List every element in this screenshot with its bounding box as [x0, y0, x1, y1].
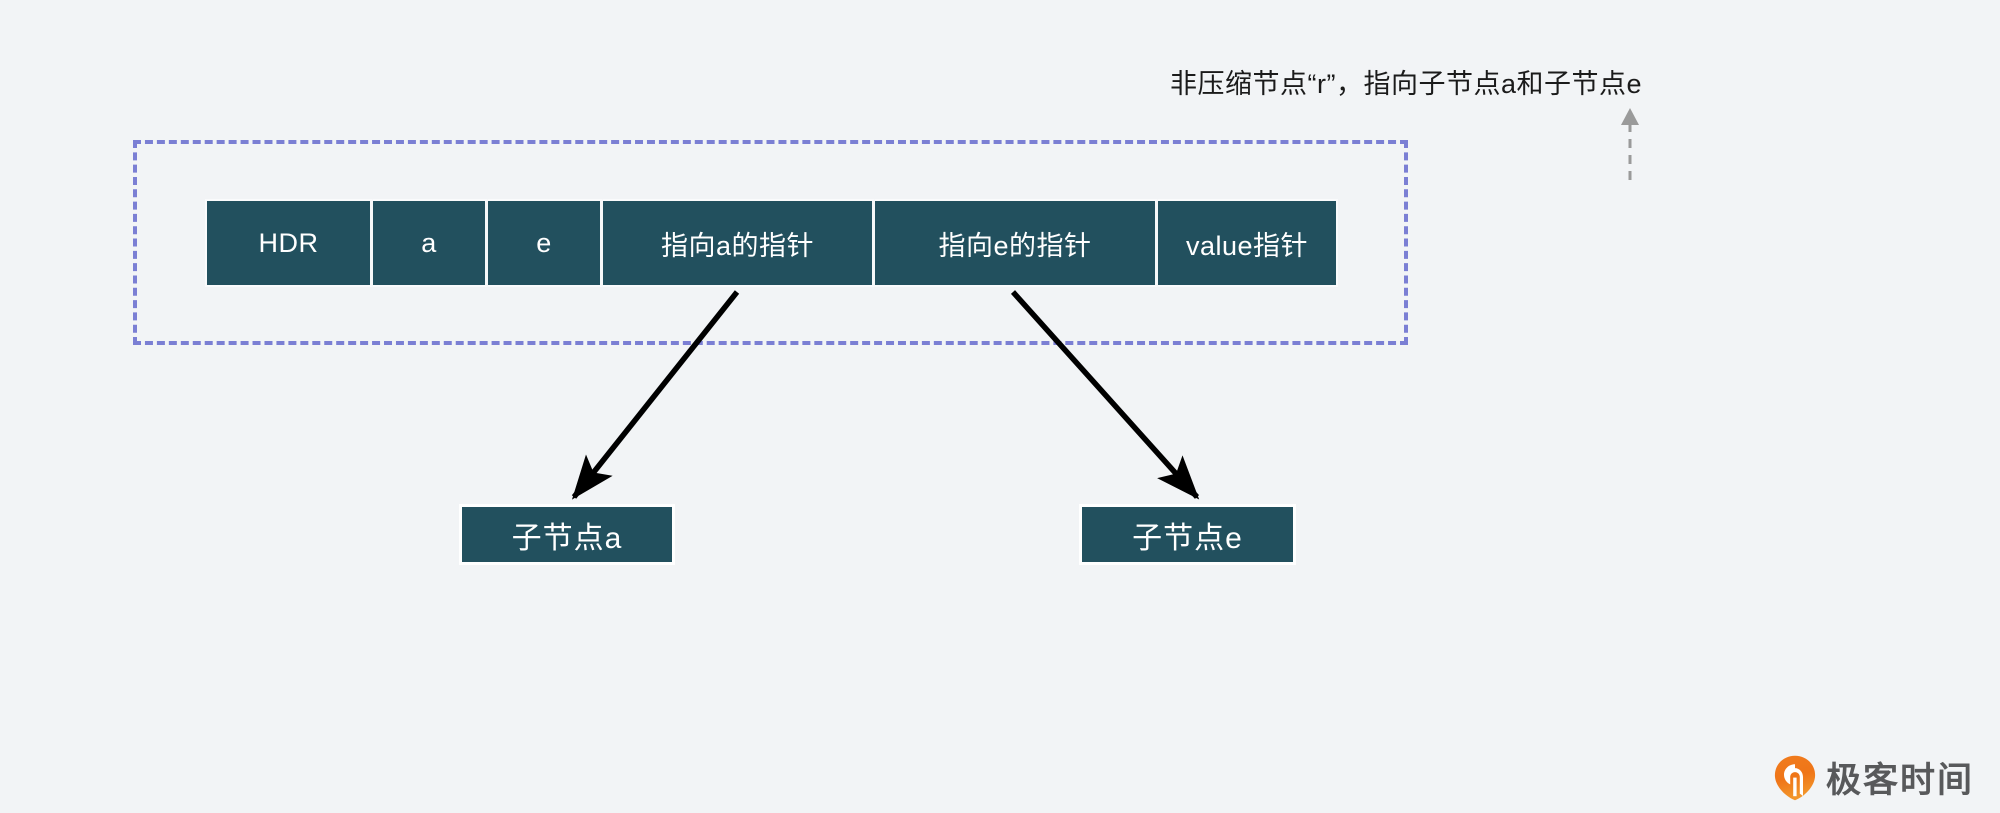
watermark: 极客时间 — [1774, 752, 1974, 803]
node-struct-row: HDR a e 指向a的指针 指向e的指针 value指针 — [205, 199, 1338, 287]
node-cell-pointer-to-e[interactable]: 指向e的指针 — [875, 199, 1158, 287]
node-cell-pointer-to-a[interactable]: 指向a的指针 — [603, 199, 875, 287]
watermark-label: 极客时间 — [1825, 761, 1974, 800]
child-node-a[interactable]: 子节点a — [459, 504, 675, 565]
geekbang-pin-logo-icon — [1774, 755, 1816, 800]
node-cell-value-pointer[interactable]: value指针 — [1158, 199, 1338, 287]
child-node-a-label: 子节点a — [511, 521, 623, 555]
child-node-e[interactable]: 子节点e — [1079, 504, 1296, 565]
non-compressed-node-group — [133, 140, 1408, 345]
node-cell-child-char-e[interactable]: e — [488, 199, 603, 287]
annotation-label: 非压缩节点“r”，指向子节点a和子节点e — [1170, 69, 1643, 99]
child-node-e-label: 子节点e — [1132, 521, 1243, 555]
node-cell-header[interactable]: HDR — [205, 199, 373, 287]
node-cell-child-char-a[interactable]: a — [373, 199, 488, 287]
dashed-up-arrow-icon — [1621, 108, 1639, 180]
